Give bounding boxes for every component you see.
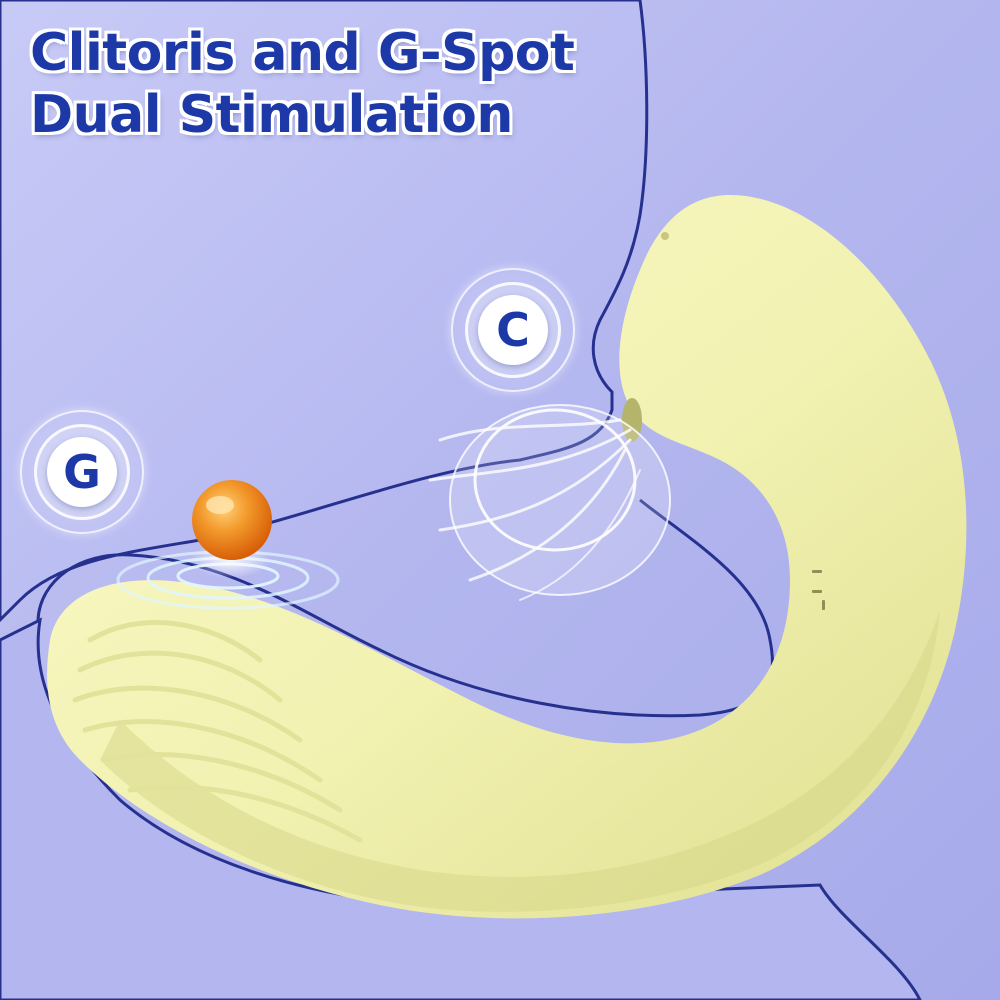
headline-line-1: Clitoris and G-Spot [30,23,575,83]
g-spot-marker-label: G [47,437,117,507]
headline: Clitoris and G-Spot Dual Stimulation [30,22,575,146]
canal-outline [36,498,774,718]
air-pulse-waves [428,404,671,601]
g-spot-marker: G [20,410,144,534]
headline-line-2: Dual Stimulation [30,85,513,145]
body-silhouette-upper [0,0,649,623]
control-buttons [812,570,825,610]
ribbed-tip [72,620,363,843]
indicator-dot [661,232,669,240]
device-shading [100,610,940,912]
ball-highlight [206,496,234,514]
device-body [47,195,967,919]
clitoris-marker-label: C [478,295,548,365]
clitoris-marker: C [451,268,575,392]
target-ball [192,480,272,560]
